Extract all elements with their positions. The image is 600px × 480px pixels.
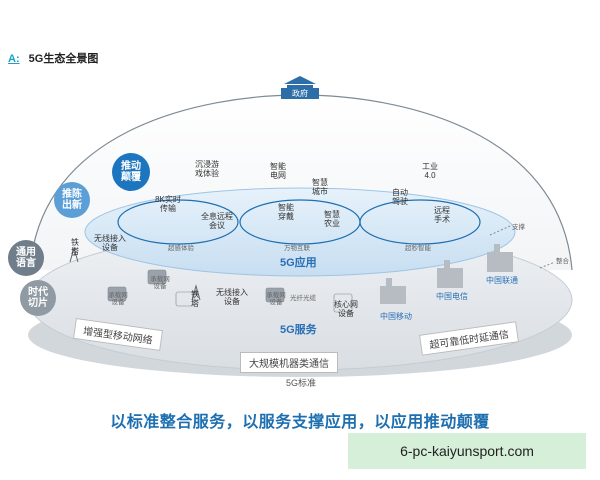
- service-wireless-2: 无线接入设备: [216, 288, 248, 307]
- zone-label-1: 超感体验: [168, 245, 194, 252]
- figure-title: 5G生态全景图: [28, 53, 99, 65]
- operator-mobile: 中国移动: [380, 312, 412, 321]
- layer-standard-label: 5G标准: [286, 378, 317, 388]
- service-optical: 光纤光缆: [290, 295, 316, 302]
- tag-renew: 推陈出新: [54, 182, 90, 218]
- tag-common-language: 通用语言: [8, 240, 44, 276]
- app-holo: 全息远程会议: [201, 212, 233, 231]
- layer-app-label: 5G应用: [280, 257, 317, 269]
- slogan: 以标准整合服务，以服务支撑应用，以应用推动颠覆: [110, 414, 490, 431]
- watermark: 6-pc-kaiyunsport.com: [348, 433, 586, 469]
- service-carrier-1: 承载网设备: [150, 276, 170, 291]
- standard-mmtc: 大规模机器类通信: [240, 352, 338, 373]
- service-tower-1: 铁塔: [71, 238, 79, 257]
- figure-header: A: 5G生态全景图: [8, 50, 98, 66]
- figure-letter: A:: [8, 53, 20, 65]
- integrate-label: 整合: [556, 258, 569, 265]
- app-industry: 工业4.0: [422, 162, 438, 181]
- app-ring-1: [117, 199, 239, 245]
- service-tower-2: 铁塔: [191, 290, 199, 309]
- app-8k: 8K实时传输: [155, 195, 181, 214]
- zone-label-3: 超秒智能: [405, 245, 431, 252]
- service-wireless-1: 无线接入设备: [94, 234, 126, 253]
- service-core: 核心网设备: [334, 300, 358, 319]
- tower-icons: [69, 246, 201, 301]
- app-agri: 智慧农业: [324, 210, 340, 229]
- app-wear: 智能穿戴: [278, 203, 294, 222]
- zone-label-2: 万物互联: [284, 245, 310, 252]
- building-icons: [380, 244, 513, 304]
- tag-disrupt: 推动颠覆: [112, 153, 150, 191]
- service-carrier-3: 承载网设备: [266, 292, 286, 307]
- application-disc: [84, 187, 516, 277]
- app-grid: 智能电网: [270, 162, 286, 181]
- operator-telecom: 中国电信: [436, 292, 468, 301]
- tag-slicing: 时代切片: [20, 280, 56, 316]
- integrate-arrow: [539, 261, 556, 269]
- layer-service-label: 5G服务: [280, 324, 317, 336]
- government-label: 政府: [281, 88, 319, 99]
- app-ring-3: [359, 199, 481, 245]
- service-device-icons: [107, 269, 353, 313]
- service-carrier-2: 承载网设备: [108, 292, 128, 307]
- app-drive: 自动驾驶: [392, 188, 408, 207]
- app-city: 智慧城市: [312, 178, 328, 197]
- app-immersive: 沉浸游戏体验: [195, 160, 219, 179]
- support-label: 支撑: [512, 224, 525, 231]
- app-surgery: 远程手术: [434, 206, 450, 225]
- operator-unicom: 中国联通: [486, 276, 518, 285]
